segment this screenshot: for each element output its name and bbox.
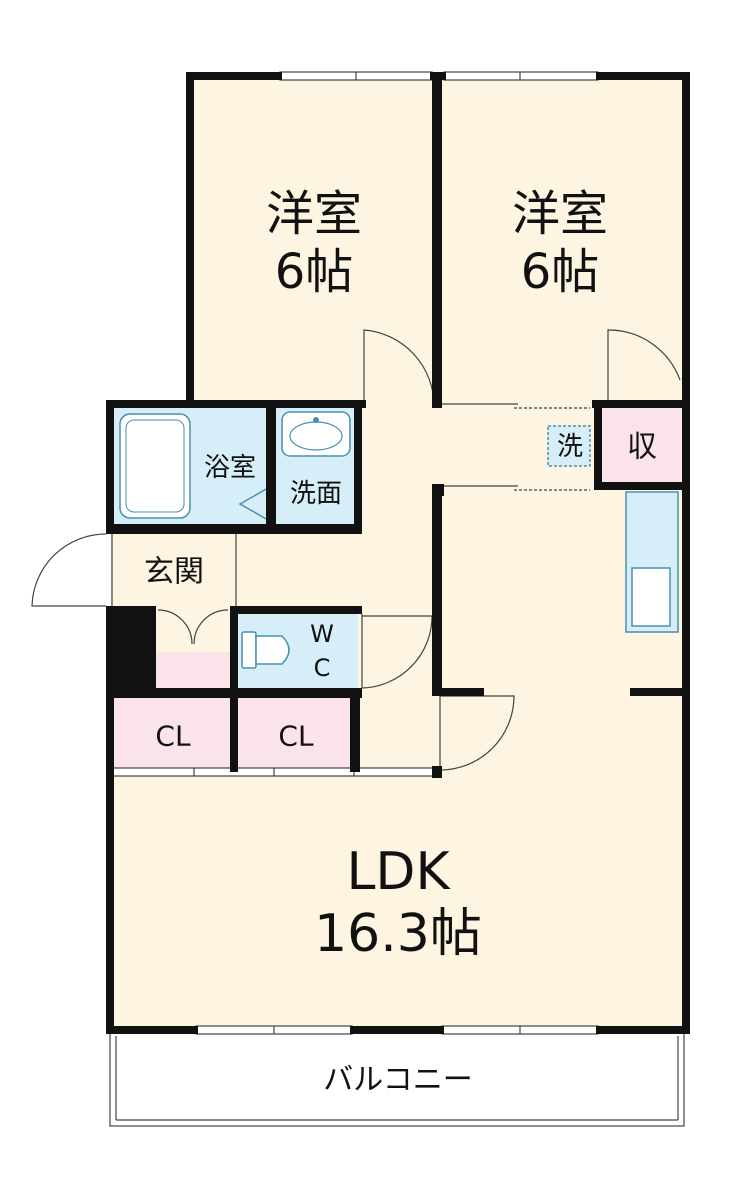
door-room2 (607, 329, 681, 406)
wall-wash-right (354, 404, 362, 528)
ldk-floor (110, 776, 684, 1030)
ldk-name: LDK (346, 842, 451, 902)
laundry-pan (547, 425, 591, 467)
door-shoebox-left (157, 609, 193, 645)
balcony-label: バルコニー (323, 1063, 472, 1098)
shoe-box-floor (156, 652, 230, 688)
wall-room2-bottom (592, 400, 686, 408)
window-top-right (443, 71, 599, 81)
toilet-bowl (255, 635, 290, 665)
faucet (313, 417, 319, 423)
wall-kitchen-left (432, 484, 442, 696)
closet-right-floor (236, 696, 354, 770)
wall-room1-bottom (190, 400, 366, 408)
closet-left-label: CL (155, 720, 191, 753)
wall-between-rooms (432, 72, 442, 408)
closet-right-label: CL (278, 720, 314, 753)
western-room-right-size: 6帖 (521, 244, 600, 300)
wall-room1-left (186, 72, 194, 408)
wall-closet-divider (230, 690, 238, 772)
wall-bottom-left (106, 1026, 198, 1034)
fixtures (119, 411, 351, 669)
western-room-left-floor (190, 76, 436, 406)
washroom-label: 洗面 (290, 479, 342, 509)
wall-kitchen-right-stub (630, 688, 686, 696)
wall-left-lower (106, 606, 114, 1034)
wall-top-left (186, 72, 282, 80)
wall-left-upper (106, 400, 194, 408)
shower-mark (238, 487, 269, 521)
door-ldk (439, 695, 515, 771)
wall-top-right (596, 72, 688, 80)
door-toilet (361, 615, 433, 689)
ldk-size: 16.3帖 (314, 904, 482, 964)
wall-toilet-left (230, 606, 238, 698)
wall-closet-right (350, 690, 360, 772)
entrance-label: 玄関 (144, 555, 204, 590)
bathtub-inner (125, 419, 185, 513)
entrance-step-block (106, 606, 156, 692)
wall-storage-bottom (594, 482, 686, 490)
wall-bath-bottom (106, 524, 362, 534)
wall-bottom-right (596, 1026, 690, 1034)
western-room-left-size: 6帖 (275, 244, 354, 300)
wall-kitchen-bottom-stub (432, 688, 484, 696)
kitchen-sink (631, 567, 671, 627)
door-entrance (31, 533, 107, 607)
storage-label: 収 (627, 430, 657, 465)
toilet-label-bottom: C (314, 654, 331, 682)
wash-basin (281, 411, 351, 457)
western-room-left-name: 洋室 (266, 186, 362, 242)
closet-left-floor (112, 696, 232, 770)
room-labels: 洋室 6帖 洋室 6帖 浴室 洗面 洗 収 玄関 W C CL CL LDK 1… (144, 186, 657, 1098)
wall-right (682, 72, 690, 1034)
wall-bath-right (266, 404, 276, 528)
toilet-tank (241, 631, 257, 669)
wall-ldk-stub-lower (432, 766, 442, 778)
wall-storage-left (594, 404, 602, 490)
wall-bottom-mid (350, 1026, 444, 1034)
bathtub (119, 413, 191, 519)
laundry-label: 洗 (557, 432, 583, 462)
western-room-right-name: 洋室 (512, 186, 608, 242)
bathroom-label: 浴室 (204, 453, 256, 483)
western-room-right-floor (436, 76, 684, 406)
storage-floor (600, 406, 682, 484)
toilet-label-top: W (310, 620, 334, 648)
door-shoebox-right (193, 609, 229, 645)
wall-toilet-top (230, 606, 362, 614)
wall-left-bath (106, 400, 114, 534)
walls (106, 72, 690, 1034)
